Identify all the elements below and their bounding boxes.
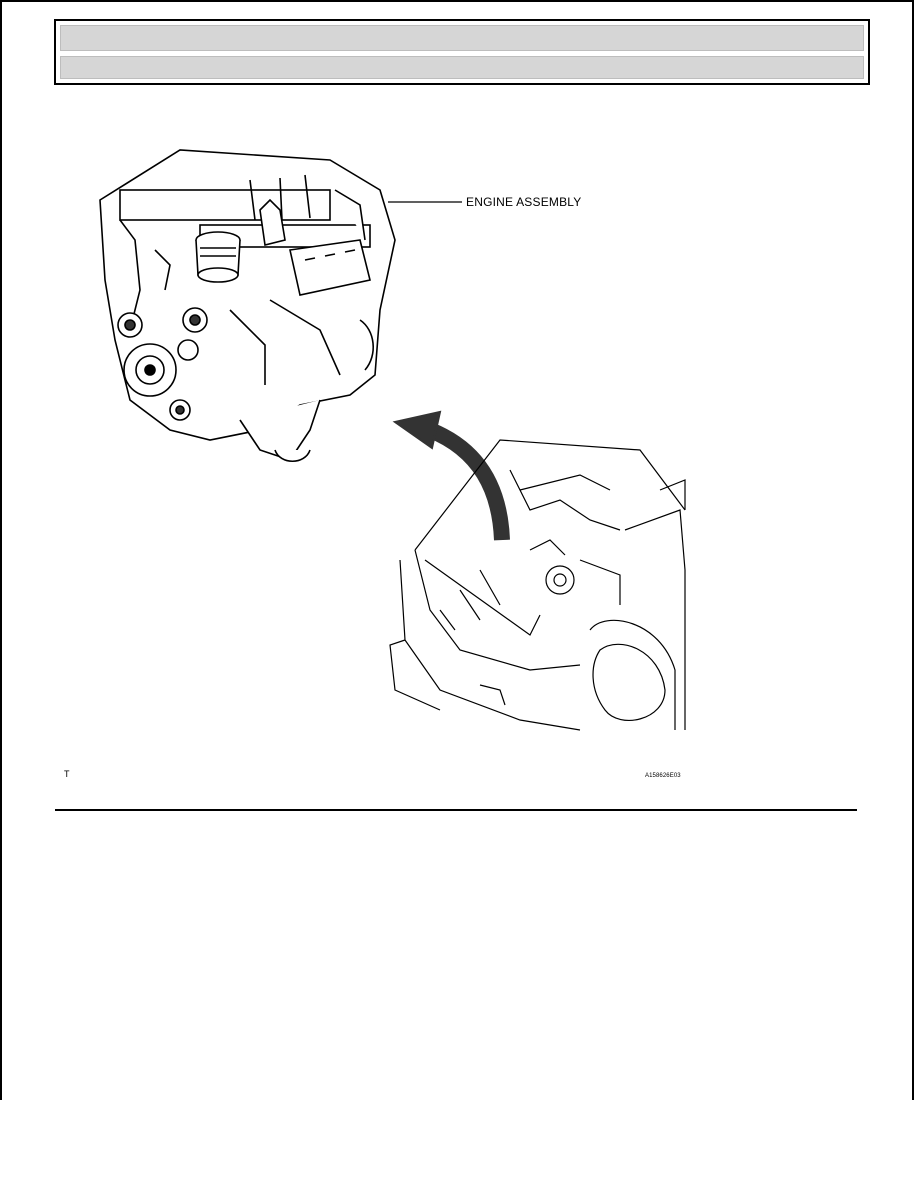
header-title-bar (60, 25, 864, 51)
vehicle-front-drawing (389, 439, 686, 731)
header-subtitle-bar (60, 56, 864, 79)
oil-filter-drawing (195, 231, 241, 283)
engine-removal-illustration (99, 149, 686, 731)
page-frame (0, 0, 914, 1100)
figure-code: A158626E03 (645, 773, 681, 779)
engine-assembly-label: ENGINE ASSEMBLY (466, 195, 582, 209)
section-divider (55, 809, 857, 811)
footnote-marker: T (64, 769, 70, 779)
removal-arrow (392, 410, 510, 541)
engine-assembly-drawing (99, 149, 396, 463)
header-block (54, 19, 870, 85)
